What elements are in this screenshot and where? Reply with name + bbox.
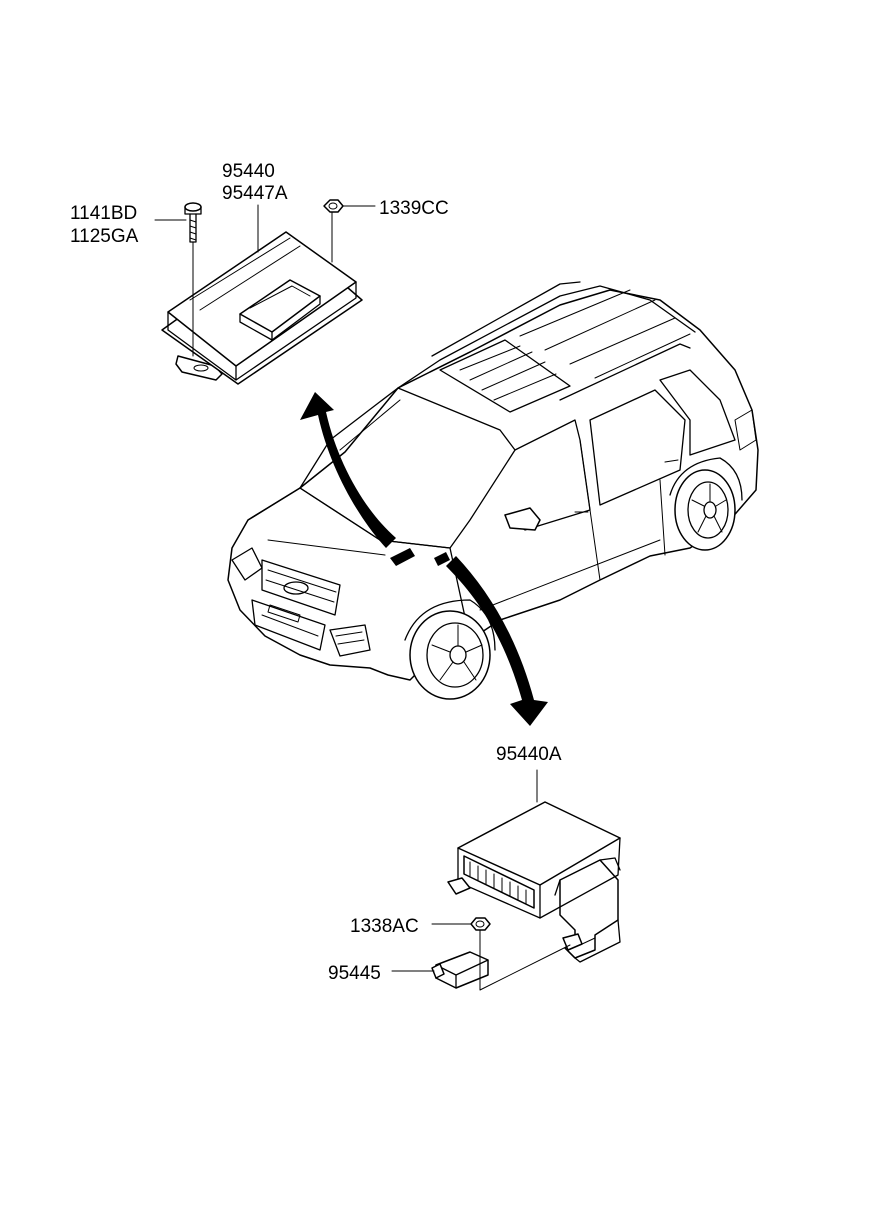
label-95445: 95445 <box>328 963 381 984</box>
upper-leader-lines <box>154 204 376 253</box>
label-1141BD: 1141BD <box>70 203 137 224</box>
lower-leader-lines <box>391 769 571 991</box>
vehicle-illustration <box>227 281 759 700</box>
sensor-component <box>431 951 489 989</box>
label-1338AC: 1338AC <box>350 916 419 937</box>
nut-upper <box>323 199 344 263</box>
label-1125GA: 1125GA <box>70 226 139 247</box>
nut-lower <box>470 917 491 956</box>
screw-bolt <box>184 202 202 357</box>
arrow-to-lower-module <box>446 556 548 726</box>
upper-control-module <box>161 231 363 385</box>
label-95440: 95440 <box>222 161 275 182</box>
lower-control-module <box>447 801 621 963</box>
label-95447A: 95447A <box>222 183 288 204</box>
label-1339CC: 1339CC <box>379 198 449 219</box>
arrow-to-upper-module <box>300 392 396 548</box>
label-95440A: 95440A <box>496 744 562 765</box>
